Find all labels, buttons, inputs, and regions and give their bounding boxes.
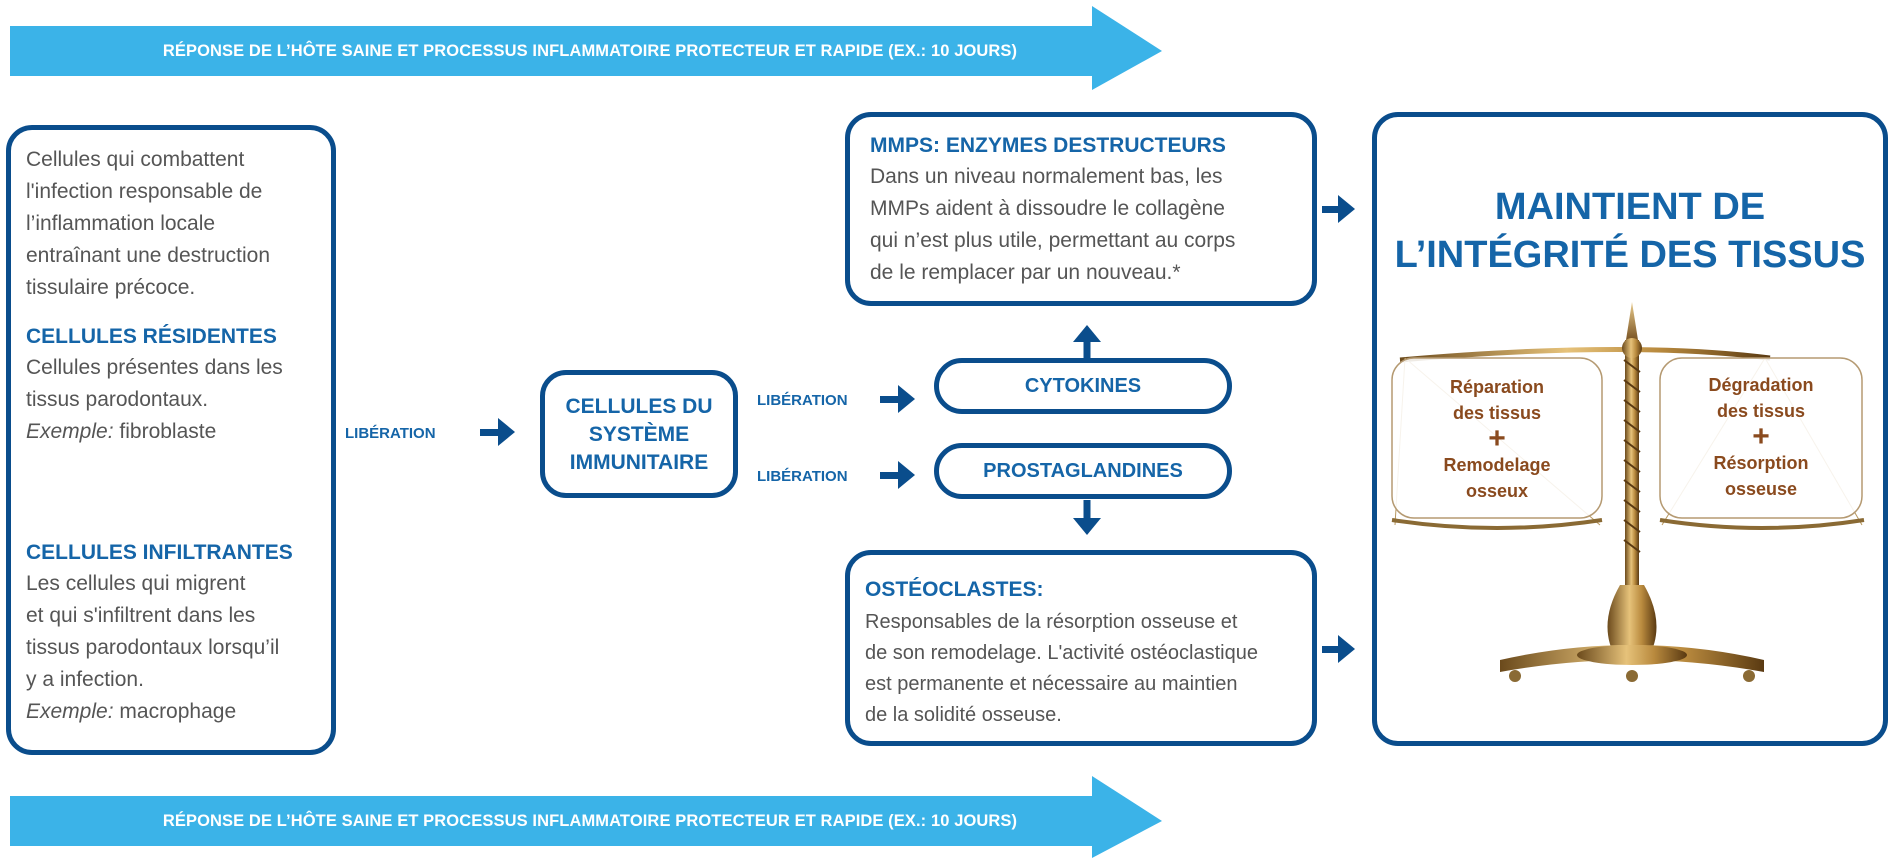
pan-line: des tissus [1716,401,1806,421]
plus-icon: + [1752,420,1770,453]
right-pan-panel [1659,357,1863,519]
mmps-line: Dans un niveau normalement bas, les [870,165,1223,188]
immune-system-box: CELLULES DU SYSTÈME IMMUNITAIRE [540,370,738,498]
resident-cells-text: Cellules présentes dans les tissus parod… [26,352,283,448]
infiltrant-example: Exemple: macrophage [26,696,279,728]
pan-line: Dégradation [1708,375,1814,395]
liberation-label: LIBÉRATION [757,468,848,485]
immune-line: IMMUNITAIRE [569,451,709,474]
left-pan-label: Réparation des tissus + Remodelage osseu… [1392,374,1602,504]
down-arrow-icon [1073,500,1101,535]
integrity-title-line: L’INTÉGRITÉ DES TISSUS [1394,234,1866,276]
osteo-line: de son remodelage. L'activité ostéoclast… [865,642,1258,664]
osteo-line: de la solidité osseuse. [865,704,1062,726]
pan-line: Réparation [1449,377,1545,397]
pan-line: osseux [1465,481,1529,501]
liberation-label: LIBÉRATION [345,425,436,442]
mmps-line: MMPs aident à dissoudre le collagène [870,197,1225,220]
pan-line: osseuse [1724,479,1798,499]
osteo-line: est permanente et nécessaire au maintien [865,673,1238,695]
resident-example: Exemple: fibroblaste [26,416,283,448]
infiltrant-line: Les cellules qui migrent [26,572,246,595]
immune-line: CELLULES DU [565,395,713,418]
pan-line: Résorption [1713,453,1809,473]
cytokines-box: CYTOKINES [934,358,1232,414]
mmps-title: MMPS: ENZYMES DESTRUCTEURS [870,134,1226,157]
pan-line: des tissus [1452,403,1542,423]
top-banner-text: RÉPONSE DE L’HÔTE SAINE ET PROCESSUS INF… [162,42,1018,60]
osteoclasts-text: Responsables de la résorption osseuse et… [865,607,1258,731]
example-label: Exemple: [26,420,114,443]
resident-cells-title: CELLULES RÉSIDENTES [26,325,277,348]
tissue-integrity-box: MAINTIENT DE L’INTÉGRITÉ DES TISSUS [1372,112,1888,746]
mmps-box: MMPS: ENZYMES DESTRUCTEURS Dans un nivea… [845,112,1317,306]
example-value: fibroblaste [119,420,217,443]
resident-line: Cellules présentes dans les [26,356,283,379]
immune-line: SYSTÈME [588,423,690,446]
infiltrant-line: tissus parodontaux lorsqu’il [26,636,280,659]
resident-line: tissus parodontaux. [26,388,209,411]
mmps-line: qui n’est plus utile, permettant au corp… [870,229,1236,252]
infiltrant-line: y a infection. [26,668,144,691]
top-banner-arrow [10,6,1162,90]
right-arrow-icons [480,195,1355,663]
intro-line: l'infection responsable de [26,180,263,203]
mmps-line: de le remplacer par un nouveau.* [870,261,1181,284]
intro-line: tissulaire précoce. [26,276,196,299]
pan-line: Remodelage [1443,455,1551,475]
balance-scale-illustration [1391,302,1865,682]
osteoclasts-title: OSTÉOCLASTES: [865,578,1044,601]
up-arrow-icon [1073,325,1101,360]
integrity-title-line: MAINTIENT DE [1494,186,1766,228]
immune-cells-box: Cellules qui combattent l'infection resp… [6,125,336,755]
infiltrating-cells-title: CELLULES INFILTRANTES [26,541,293,564]
infiltrant-line: et qui s'infiltrent dans les [26,604,256,627]
bottom-banner-arrow [10,776,1162,858]
plus-icon: + [1488,422,1506,455]
liberation-label: LIBÉRATION [757,392,848,409]
mmps-text: Dans un niveau normalement bas, les MMPs… [870,161,1235,289]
osteo-line: Responsables de la résorption osseuse et [865,611,1238,633]
prostaglandines-box: PROSTAGLANDINES [934,443,1232,499]
example-label: Exemple: [26,700,114,723]
intro-line: Cellules qui combattent [26,148,245,171]
intro-line: entraînant une destruction [26,244,271,267]
intro-line: l’inflammation locale [26,212,216,235]
bottom-banner-text: RÉPONSE DE L’HÔTE SAINE ET PROCESSUS INF… [162,812,1018,830]
integrity-title: MAINTIENT DE L’INTÉGRITÉ DES TISSUS [1377,183,1883,279]
left-pan-panel [1391,357,1603,519]
infiltrating-cells-text: Les cellules qui migrent et qui s'infilt… [26,568,279,728]
right-pan-label: Dégradation des tissus + Résorption osse… [1660,372,1862,502]
intro-text: Cellules qui combattent l'infection resp… [26,144,270,304]
osteoclasts-box: OSTÉOCLASTES: Responsables de la résorpt… [845,550,1317,746]
example-value: macrophage [119,700,237,723]
